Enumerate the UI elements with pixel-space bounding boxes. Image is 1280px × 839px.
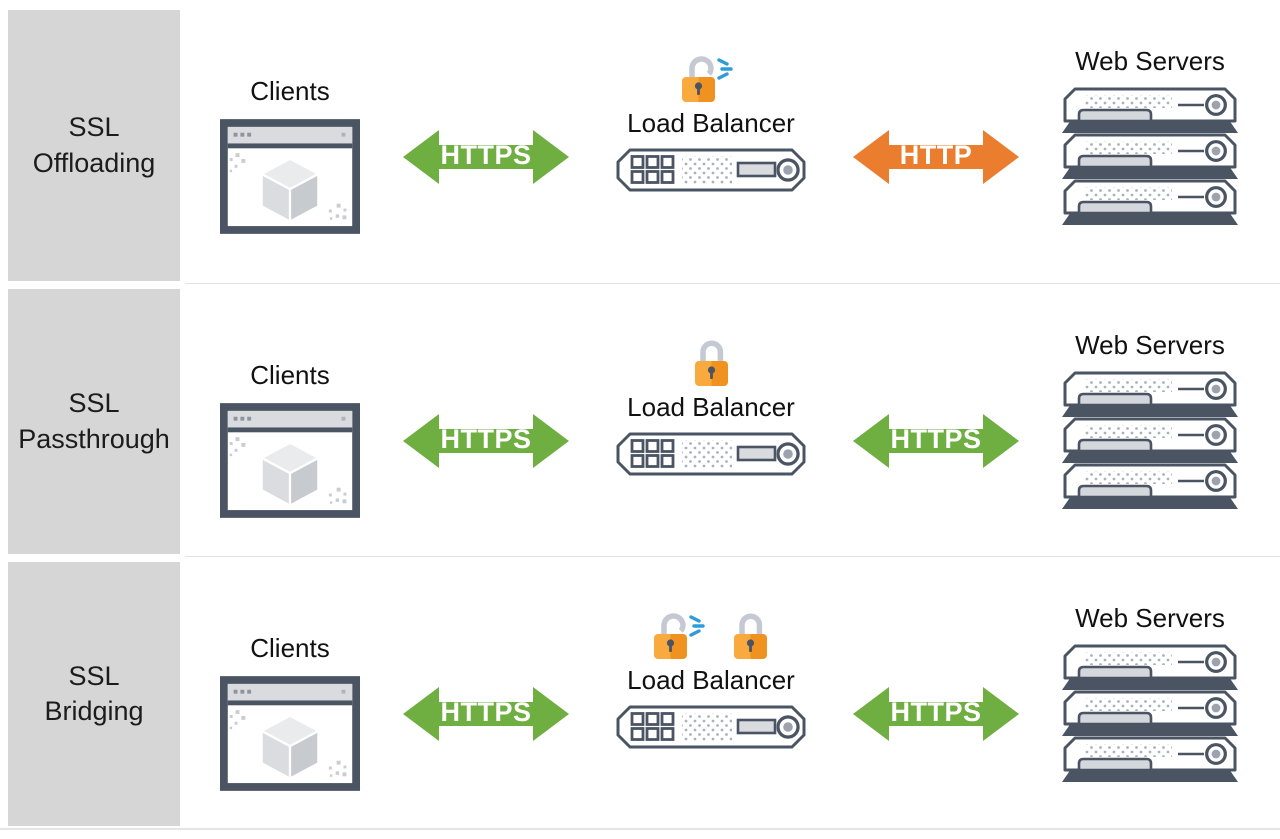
sidebar-label-line2: Offloading: [32, 147, 156, 178]
web-servers-group: Web Servers: [1061, 603, 1239, 789]
sidebar-label-ssl-passthrough: SSL Passthrough: [8, 289, 180, 554]
sidebar-label-line1: SSL: [68, 112, 120, 143]
load-balancer-group: Load Balancer: [615, 46, 807, 192]
sidebar-cell: SSL Passthrough: [0, 283, 180, 556]
protocol-label: HTTP: [899, 139, 973, 170]
sidebar-label-ssl-offloading: SSL Offloading: [8, 10, 180, 281]
web-servers-label: Web Servers: [1075, 330, 1225, 360]
clients-group: Clients: [215, 76, 365, 239]
client-lb-arrow: HTTPS: [403, 683, 569, 745]
browser-client-icon: [220, 403, 360, 518]
clients-group: Clients: [215, 360, 365, 523]
sidebar-cell: SSL Offloading: [0, 0, 180, 283]
row-content: Clients HTTPS Load Balancer: [185, 283, 1280, 556]
server-stack-icon: [1062, 371, 1238, 511]
browser-client-icon: [220, 676, 360, 791]
lb-servers-arrow: HTTPS: [853, 410, 1019, 472]
row-ssl-offloading: SSL Offloading Clients HTTPS: [0, 0, 1280, 283]
clients-label: Clients: [250, 360, 330, 390]
open-padlock-icon: [652, 607, 714, 661]
lb-servers-arrow: HTTP: [853, 126, 1019, 188]
browser-client-icon: [220, 119, 360, 234]
closed-padlock-icon: [730, 607, 771, 661]
protocol-label: HTTPS: [440, 139, 532, 170]
sidebar-label-line2: Passthrough: [18, 423, 170, 454]
row-content: Clients HTTPS Load Balancer: [185, 556, 1280, 828]
load-balancer-label: Load Balancer: [627, 108, 795, 138]
double-arrow-icon: [403, 414, 569, 468]
clients-group: Clients: [215, 633, 365, 796]
web-servers-group: Web Servers: [1061, 46, 1239, 232]
sidebar-label-line1: SSL: [68, 388, 120, 419]
closed-padlock-icon: [691, 334, 732, 388]
load-balancer-appliance-icon: [616, 432, 806, 476]
web-servers-group: Web Servers: [1061, 330, 1239, 516]
open-padlock-icon: [680, 50, 742, 104]
server-stack-icon: [1062, 644, 1238, 784]
load-balancer-group: Load Balancer: [615, 603, 807, 749]
lb-servers-arrow: HTTPS: [853, 683, 1019, 745]
clients-label: Clients: [250, 76, 330, 106]
double-arrow-icon: [853, 414, 1019, 468]
protocol-label: HTTPS: [890, 423, 982, 454]
lock-icons: [691, 330, 732, 388]
double-arrow-icon: [403, 687, 569, 741]
lock-icons: [652, 603, 771, 661]
sidebar-cell: SSL Bridging: [0, 556, 180, 828]
sidebar-label-ssl-bridging: SSL Bridging: [8, 562, 180, 826]
row-ssl-bridging: SSL Bridging Clients HTTPS: [0, 556, 1280, 828]
client-lb-arrow: HTTPS: [403, 126, 569, 188]
load-balancer-group: Load Balancer: [615, 330, 807, 476]
server-stack-icon: [1062, 87, 1238, 227]
lock-icons: [680, 46, 742, 104]
row-ssl-passthrough: SSL Passthrough Clients HTTPS: [0, 283, 1280, 556]
double-arrow-icon: [403, 130, 569, 184]
load-balancer-appliance-icon: [616, 705, 806, 749]
protocol-label: HTTPS: [440, 423, 532, 454]
load-balancer-label: Load Balancer: [627, 665, 795, 695]
protocol-label: HTTPS: [890, 696, 982, 727]
load-balancer-label: Load Balancer: [627, 392, 795, 422]
client-lb-arrow: HTTPS: [403, 410, 569, 472]
row-content: Clients HTTPS Load Balancer: [185, 0, 1280, 283]
clients-label: Clients: [250, 633, 330, 663]
web-servers-label: Web Servers: [1075, 46, 1225, 76]
load-balancer-appliance-icon: [616, 148, 806, 192]
sidebar-label-line1: SSL: [68, 660, 120, 691]
double-arrow-icon: [853, 687, 1019, 741]
double-arrow-icon: [853, 130, 1019, 184]
web-servers-label: Web Servers: [1075, 603, 1225, 633]
protocol-label: HTTPS: [440, 696, 532, 727]
sidebar-label-line2: Bridging: [44, 696, 144, 726]
